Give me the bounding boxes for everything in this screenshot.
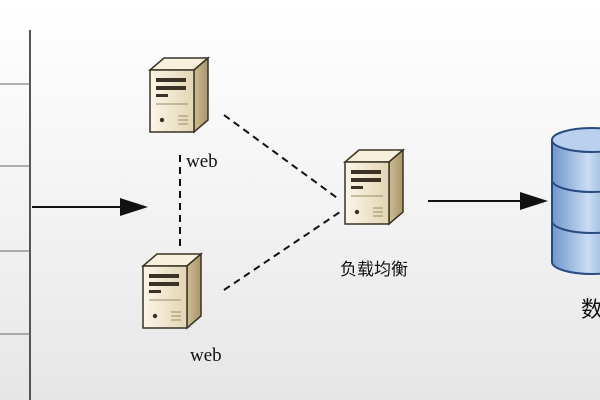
load-balancer-label: 负载均衡	[340, 260, 408, 280]
client-list	[0, 30, 31, 400]
clients-to-web-arrow	[32, 198, 148, 216]
load-balancer-server-icon	[344, 149, 404, 225]
database-icon	[551, 127, 600, 275]
database-label: 数	[581, 298, 600, 323]
web-top-to-load-balancer-connection	[223, 114, 341, 201]
web-server-bottom-server-icon	[142, 253, 202, 329]
web-server-bottom-label: web	[190, 345, 222, 366]
web-server-top-label: web	[186, 151, 218, 172]
load-balancer-to-database-arrow	[428, 192, 548, 210]
dashed-connections	[179, 114, 341, 291]
web-server-top-server-icon	[149, 57, 209, 133]
web-bottom-to-load-balancer-connection	[223, 211, 341, 291]
